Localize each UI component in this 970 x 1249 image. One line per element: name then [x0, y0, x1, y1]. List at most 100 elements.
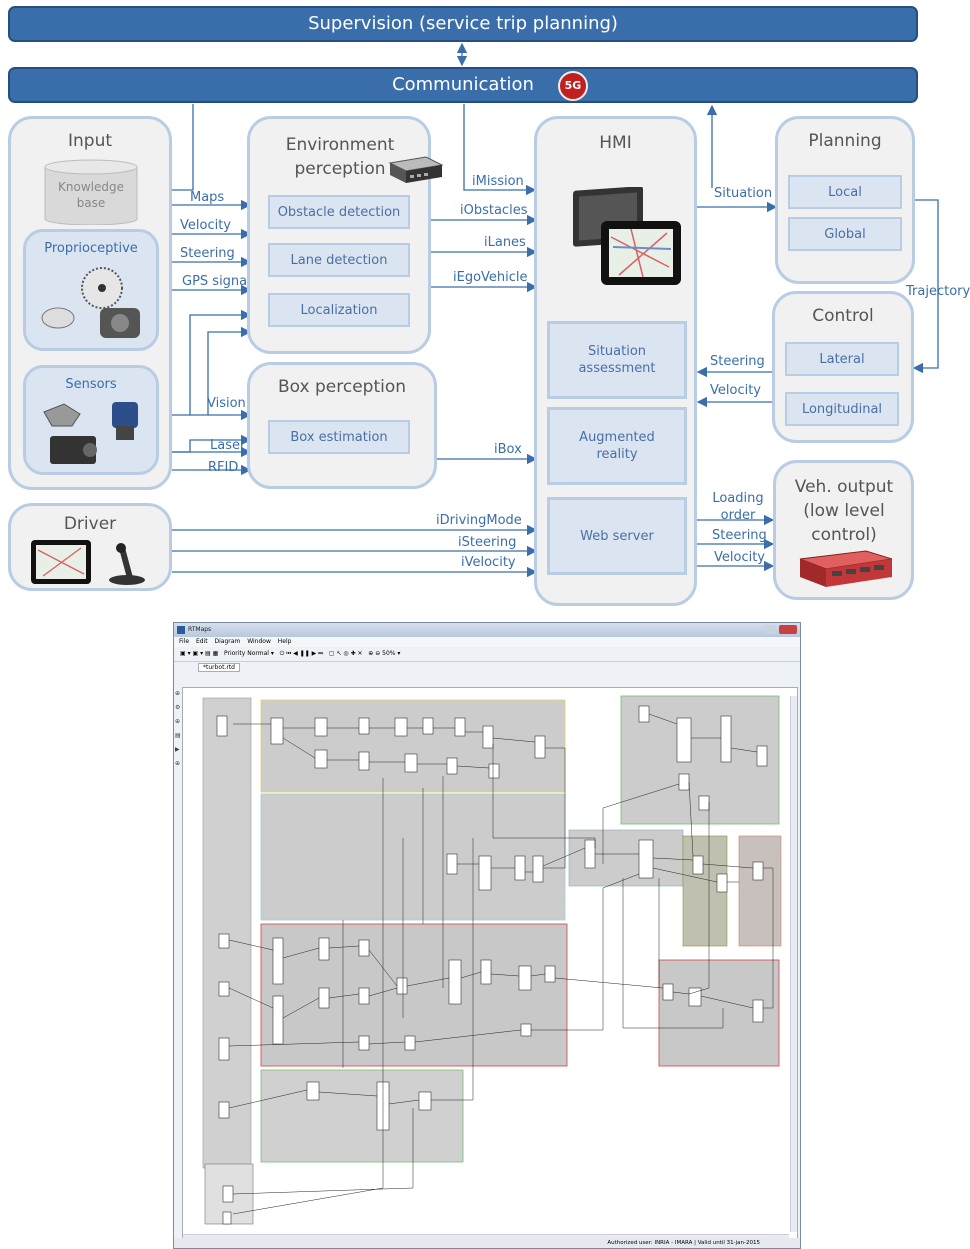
knowledge-base-label: Knowledge base	[58, 180, 124, 210]
localization-label: Localization	[300, 302, 378, 318]
left-dock: ⊕⚙⊕▤▶⊕	[175, 690, 181, 767]
signal-laser: Laser	[210, 438, 246, 453]
tab-turbot[interactable]: *turbot.rtd	[198, 663, 240, 672]
input-block: Input Knowledge base Proprioceptive Sens…	[8, 116, 172, 490]
longitudinal-box: Longitudinal	[785, 392, 899, 426]
signal-maps: Maps	[190, 190, 225, 205]
lane-detection-box: Lane detection	[268, 243, 410, 277]
lane-detection-label: Lane detection	[290, 252, 388, 268]
driver-block: Driver	[8, 503, 172, 591]
driver-title: Driver	[63, 514, 117, 534]
lateral-box: Lateral	[785, 342, 899, 376]
signal-velocity: Velocity	[180, 218, 231, 233]
planning-local-box: Local	[788, 175, 902, 209]
longitudinal-label: Longitudinal	[801, 401, 883, 417]
signal-isteering: iSteering	[458, 535, 517, 550]
signal-loading-order: Loading order	[712, 491, 764, 523]
communication-label: Communication	[392, 74, 534, 95]
input-title: Input	[67, 131, 113, 151]
menu-window[interactable]: Window	[247, 638, 271, 645]
diagram-schematic	[202, 695, 782, 1225]
rtmaps-toolbar: ▣ ▾ ▣ ▾ ▤ ▦ Priority Normal ▾ ⏻ ⏮ ◀ ❚❚ ▶…	[174, 647, 800, 662]
proprioceptive-box: Proprioceptive	[23, 229, 159, 351]
connection-arrows	[160, 42, 939, 578]
situation-assessment-label: Situation assessment	[578, 344, 656, 376]
diagram-canvas[interactable]	[182, 687, 798, 1242]
vertical-scrollbar[interactable]	[790, 696, 797, 1232]
rtmaps-close-button[interactable]	[779, 625, 797, 634]
planning-global-box: Global	[788, 217, 902, 251]
web-server-box: Web server	[547, 497, 687, 575]
menu-help[interactable]: Help	[277, 638, 292, 645]
sensors-box: Sensors	[23, 365, 159, 475]
signal-out-velocity: Velocity	[714, 550, 765, 565]
signal-ctrl-velocity: Velocity	[710, 383, 761, 398]
new-icon[interactable]: ▣ ▾ ▣ ▾ ▤ ▦	[180, 650, 219, 657]
signal-idrivingmode: iDrivingMode	[436, 513, 522, 528]
planning-title: Planning	[808, 131, 882, 151]
tablet-display-icon	[573, 187, 681, 285]
signal-iobstacles: iObstacles	[460, 203, 528, 218]
control-block: Control Lateral Longitudinal	[772, 291, 914, 443]
sensors-title: Sensors	[65, 377, 117, 392]
box-estimation-box: Box estimation	[268, 420, 410, 454]
supervision-bar: Supervision (service trip planning)	[8, 6, 918, 42]
menu-diagram[interactable]: Diagram	[214, 638, 241, 645]
environment-perception-block: Environment perception Obstacle detectio…	[247, 116, 444, 354]
knowledge-base-cylinder-icon	[44, 159, 138, 225]
rtmaps-minimize-button[interactable]	[766, 625, 776, 634]
playback-controls-icon[interactable]: ⏻ ⏮ ◀ ❚❚ ▶ ⏭	[279, 650, 324, 657]
control-title: Control	[812, 306, 874, 326]
signal-ilanes: iLanes	[484, 235, 526, 250]
edit-tools-icon[interactable]: ▢ ↖ ◎ ✚ ✕	[328, 650, 363, 657]
signal-gps: GPS signal	[182, 274, 251, 289]
rtmaps-app-icon	[177, 626, 185, 634]
tablet-joystick-icon	[31, 540, 145, 585]
signal-vision: Vision	[207, 396, 246, 411]
localization-box: Localization	[268, 293, 410, 327]
signal-ctrl-steering: Steering	[710, 354, 765, 369]
situation-assessment-box: Situation assessment	[547, 321, 687, 399]
rtmaps-window-title: RTMaps	[188, 626, 212, 633]
box-perception-block: Box perception Box estimation	[247, 362, 437, 489]
planning-local-label: Local	[828, 184, 862, 200]
embedded-pc-icon	[388, 156, 444, 183]
priority-label: Priority	[223, 650, 246, 657]
menu-file[interactable]: File	[179, 638, 190, 645]
rtmaps-window: RTMaps File Edit Diagram Window Help ▣ ▾…	[173, 622, 801, 1249]
planning-block: Planning Local Global	[775, 116, 915, 284]
zoom-level[interactable]: 50%	[382, 650, 396, 657]
encoder-sensor-icon	[41, 267, 140, 338]
box-estimation-label: Box estimation	[290, 429, 388, 445]
hmi-block: HMI Situation assessment Augmented reali…	[534, 116, 697, 606]
lateral-label: Lateral	[819, 351, 865, 367]
obstacle-detection-box: Obstacle detection	[268, 195, 410, 229]
obstacle-detection-label: Obstacle detection	[277, 204, 401, 220]
communication-bar: Communication 5G	[8, 67, 918, 103]
rtmaps-statusbar: Authorized user: INRIA - IMARA | Valid u…	[174, 1238, 800, 1248]
environment-title: Environment perception	[285, 135, 395, 179]
vehicle-output-title: Veh. output (low level control)	[794, 477, 894, 545]
horizontal-scrollbar[interactable]	[183, 1234, 789, 1241]
signal-steering: Steering	[180, 246, 235, 261]
hmi-title: HMI	[599, 133, 632, 153]
zoom-icon[interactable]: ⊕ ⊖	[368, 650, 381, 657]
signal-rfid: RFID	[208, 460, 239, 475]
signal-situation: Situation	[714, 186, 773, 201]
signal-trajectory: Trajectory	[906, 284, 970, 299]
signal-out-steering: Steering	[712, 528, 767, 543]
lidar-camera-icon	[43, 402, 138, 464]
priority-select[interactable]: Normal	[247, 650, 269, 657]
license-status: Authorized user: INRIA - IMARA | Valid u…	[607, 1240, 760, 1246]
signal-ibox: iBox	[494, 442, 522, 457]
supervision-label: Supervision (service trip planning)	[308, 13, 618, 34]
signal-ivelocity: iVelocity	[461, 555, 516, 570]
web-server-label: Web server	[580, 528, 654, 544]
rtmaps-menubar: File Edit Diagram Window Help	[174, 637, 800, 647]
5g-badge-icon: 5G	[558, 71, 588, 101]
rtmaps-tabrow: *turbot.rtd	[174, 662, 800, 674]
menu-edit[interactable]: Edit	[195, 638, 208, 645]
proprioceptive-title: Proprioceptive	[44, 241, 138, 256]
vehicle-output-block: Veh. output (low level control)	[773, 460, 914, 600]
controller-unit-icon	[799, 550, 893, 587]
